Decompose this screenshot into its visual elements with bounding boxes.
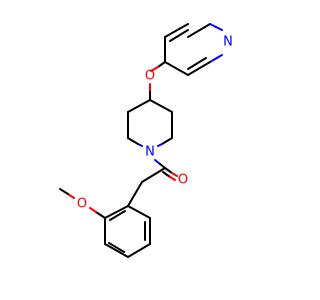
bond <box>127 243 151 258</box>
bond <box>67 193 75 199</box>
carbonyl-oxygen-label: O <box>178 173 188 188</box>
bond <box>154 159 161 165</box>
benzene-ring <box>104 205 151 258</box>
pyridine-ring <box>164 23 223 76</box>
methoxy-oxygen-label: O <box>77 197 87 212</box>
pyridine-nitrogen-label: N <box>223 35 233 50</box>
double-bond <box>164 167 173 174</box>
bond <box>209 54 223 63</box>
double-bond <box>108 242 125 253</box>
bond <box>127 137 139 145</box>
bond <box>127 99 151 113</box>
molecule-structure-diagram: N O N O O <box>59 23 233 258</box>
double-bond <box>162 171 171 178</box>
double-bond <box>171 172 178 177</box>
bond <box>127 181 143 207</box>
bond <box>149 99 173 113</box>
piperidine-ring <box>127 99 173 147</box>
bond <box>95 211 106 219</box>
double-bond <box>187 57 207 70</box>
bond <box>209 23 223 31</box>
bond <box>187 23 211 38</box>
bond <box>164 23 189 38</box>
bond <box>164 61 189 76</box>
bond <box>157 61 166 68</box>
bond <box>141 167 166 183</box>
bond <box>161 137 173 145</box>
double-bond <box>169 29 189 42</box>
bond <box>104 205 129 219</box>
bond <box>104 243 129 258</box>
bond <box>159 163 166 169</box>
double-bond <box>169 176 176 181</box>
bond <box>157 143 163 147</box>
bond <box>127 205 151 219</box>
bond <box>89 207 97 213</box>
bond <box>187 61 211 76</box>
bond <box>150 66 159 72</box>
bond <box>59 188 69 195</box>
double-bond <box>109 210 126 221</box>
ether-oxygen-label: O <box>145 69 155 84</box>
piperidine-nitrogen-label: N <box>145 145 155 160</box>
